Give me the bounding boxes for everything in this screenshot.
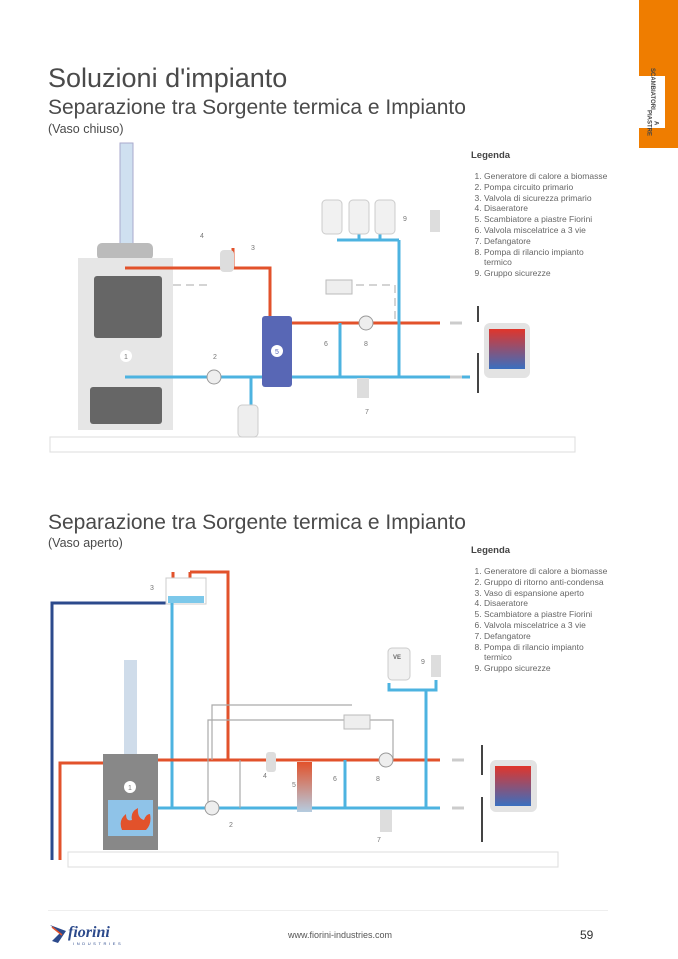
legend-item: Pompa di rilancio impianto termico — [484, 247, 611, 269]
legend-item: Scambiatore a piastre Fiorini — [484, 609, 611, 620]
section2-subtitle: Separazione tra Sorgente termica e Impia… — [48, 511, 466, 534]
legend-item: Gruppo sicurezze — [484, 268, 611, 279]
plate-exchanger — [297, 762, 312, 812]
pump-secondary — [358, 315, 374, 331]
legend-item: Valvola miscelatrice a 3 vie — [484, 225, 611, 236]
floor — [49, 436, 576, 453]
diagram-closed-vessel: 1 2 3 4 5 6 7 8 9 — [49, 142, 576, 453]
ve-label: VE — [393, 655, 401, 661]
section1-subtitle: Separazione tra Sorgente termica e Impia… — [48, 96, 466, 119]
section1-note: (Vaso chiuso) — [48, 122, 124, 136]
svg-text:7: 7 — [377, 837, 381, 844]
legend-section1: Legenda Generatore di calore a biomasse … — [471, 150, 611, 279]
flame-icon — [120, 808, 151, 830]
footer-divider — [48, 910, 608, 911]
chimney — [124, 660, 137, 755]
svg-text:3: 3 — [251, 245, 255, 252]
legend-title: Legenda — [471, 545, 511, 556]
legend-item: Disaeratore — [484, 203, 611, 214]
tab-label-line1: SCAMBIATORI — [649, 68, 655, 110]
legend-item: Generatore di calore a biomasse — [484, 171, 611, 182]
legend-title: Legenda — [471, 150, 511, 161]
svg-text:2: 2 — [213, 354, 217, 361]
svg-text:6: 6 — [324, 341, 328, 348]
legend-item: Generatore di calore a biomasse — [484, 566, 611, 577]
legend-item: Scambiatore a piastre Fiorini — [484, 214, 611, 225]
boiler-door-upper — [94, 276, 162, 338]
floor — [67, 851, 559, 868]
legend-item: Disaeratore — [484, 598, 611, 609]
svg-text:6: 6 — [333, 776, 337, 783]
svg-text:2: 2 — [229, 822, 233, 829]
page-title: Soluzioni d'impianto — [48, 63, 288, 93]
svg-text:INDUSTRIES: INDUSTRIES — [73, 941, 123, 946]
svg-text:8: 8 — [364, 341, 368, 348]
boiler-door-lower — [90, 387, 162, 424]
pump-secondary — [378, 752, 394, 768]
fiorini-logo: fiorini INDUSTRIES — [48, 921, 130, 952]
legend-item: Vaso di espansione aperto — [484, 588, 611, 599]
section2-note: (Vaso aperto) — [48, 536, 123, 550]
legend-section2: Legenda Generatore di calore a biomasse … — [471, 545, 611, 674]
deaerator — [266, 752, 276, 772]
tab-label-line2: A PIASTRE — [645, 109, 659, 136]
legend-item: Gruppo sicurezze — [484, 663, 611, 674]
svg-text:4: 4 — [263, 773, 267, 780]
pump-primary — [206, 369, 222, 385]
page-number: 59 — [580, 928, 594, 942]
svg-text:1: 1 — [124, 354, 128, 361]
legend-item: Defangatore — [484, 631, 611, 642]
svg-text:3: 3 — [150, 585, 154, 592]
svg-text:9: 9 — [421, 659, 425, 666]
boiler-cap — [97, 243, 153, 260]
svg-text:5: 5 — [292, 782, 296, 789]
pump-primary — [204, 800, 220, 816]
website-link[interactable]: www.fiorini-industries.com — [287, 930, 393, 940]
svg-text:1: 1 — [128, 785, 132, 792]
legend-item: Pompa circuito primario — [484, 182, 611, 193]
svg-text:5: 5 — [275, 349, 279, 356]
dirt-separator — [357, 378, 369, 398]
legend-item: Pompa di rilancio impianto termico — [484, 642, 611, 664]
expansion-tank-ve — [387, 647, 411, 681]
deaerator — [220, 250, 234, 272]
dirt-separator — [380, 810, 392, 832]
legend-item: Valvola di sicurezza primario — [484, 193, 611, 204]
svg-text:fiorini: fiorini — [68, 924, 110, 941]
svg-text:4: 4 — [200, 233, 204, 240]
svg-text:8: 8 — [376, 776, 380, 783]
diagram-open-vessel: VE 1 2 3 4 5 6 7 8 9 — [50, 570, 559, 868]
expansion-tank — [237, 404, 259, 438]
svg-text:7: 7 — [365, 409, 369, 416]
legend-item: Defangatore — [484, 236, 611, 247]
legend-item: Valvola miscelatrice a 3 vie — [484, 620, 611, 631]
hot-pipe-primary — [125, 266, 272, 318]
legend-item: Gruppo di ritorno anti-condensa — [484, 577, 611, 588]
section-tab-label: SCAMBIATORI A PIASTRE — [638, 68, 665, 136]
svg-text:9: 9 — [403, 216, 407, 223]
